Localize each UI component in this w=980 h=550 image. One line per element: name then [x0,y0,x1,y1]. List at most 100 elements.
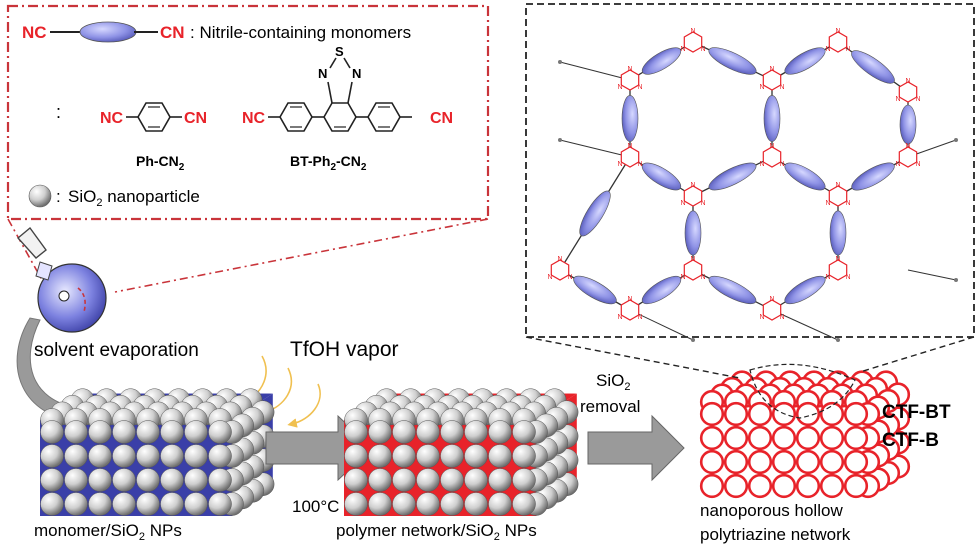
ph-cn-label: CN [184,110,207,127]
triazine-n-atom: N [895,96,900,103]
removal-label-sio2: SiO2 [596,371,630,393]
bt-n-right: N [352,66,361,81]
triazine-n-atom: N [680,274,685,281]
triazine-node: N N N [895,78,920,103]
triazine-n-atom: N [845,46,850,53]
sio2-sphere-icon [28,184,52,208]
bt-ph2-cn2-name: BT-Ph2-CN2 [290,153,367,173]
sio2-legend: : SiO2 nanoparticle [28,184,200,209]
legend-connectors [7,218,489,293]
triazine-n-atom: N [825,274,830,281]
triazine-n-atom: N [627,143,632,150]
hollow-network-block [699,370,911,499]
triazine-n-atom: N [835,182,840,189]
triazine-node: N N N [825,28,850,53]
triazine-n-atom: N [835,28,840,35]
bt-s-atom: S [335,44,344,59]
triazine-n-atom: N [835,256,840,263]
triazine-n-atom: N [759,161,764,168]
triazine-n-atom: N [769,296,774,303]
monomer-colon: : [56,102,61,122]
ctf-b-label: CTF-B [882,430,939,451]
triazine-n-atom: N [915,161,920,168]
triazine-n-atom: N [567,274,572,281]
bt-cn-label: CN [430,110,453,127]
cn-right-label: CN [160,23,185,42]
triazine-n-atom: N [759,314,764,321]
triazine-node: N N N [759,66,784,91]
ctf-bt-label: CTF-BT [882,402,951,423]
arrow-removal-icon [587,414,685,482]
monomer-description: : Nitrile-containing monomers [190,23,411,42]
monomer-sio2-block [40,388,275,516]
polymer-sio2-block [344,388,579,516]
triazine-n-atom: N [617,314,622,321]
ph-cn2-molecule: NC CN Ph-CN2 [100,102,207,173]
triazine-n-atom: N [680,200,685,207]
triazine-n-atom: N [637,161,642,168]
triazine-node: N N N [547,256,572,281]
sio2-colon: : [56,187,61,206]
triazine-n-atom: N [700,274,705,281]
hexagonal-network: NNNNNNNNNNNNNNNNNNNNNNNNNNNNNNNNNNNNNNNN… [547,28,958,342]
triazine-node: N N N [825,256,850,281]
flask-icon [16,226,107,333]
final-label-line2: polytriazine network [700,525,851,544]
triazine-node: N N N [680,256,705,281]
triazine-n-atom: N [547,274,552,281]
triazine-n-atom: N [825,46,830,53]
triazine-n-atom: N [617,84,622,91]
triazine-n-atom: N [627,66,632,73]
block1-label: monomer/SiO2 NPs [34,521,182,543]
monomer-schematic: NC CN : Nitrile-containing monomers [22,21,411,43]
triazine-node: N N N [617,296,642,321]
triazine-n-atom: N [690,28,695,35]
triazine-node: N N N [895,143,920,168]
triazine-n-atom: N [895,161,900,168]
solvent-evaporation-label: solvent evaporation [34,340,199,361]
bt-ph2-cn2-molecule: NC N N S CN BT-Ph2-CN2 [242,44,453,173]
triazine-n-atom: N [779,84,784,91]
triazine-node: N N N [680,182,705,207]
removal-label-word: removal [580,397,640,416]
triazine-n-atom: N [637,84,642,91]
triazine-node: N N N [617,143,642,168]
triazine-n-atom: N [845,274,850,281]
triazine-node: N N N [759,296,784,321]
triazine-n-atom: N [845,200,850,207]
triazine-n-atom: N [690,182,695,189]
ph-nc-label: NC [100,110,124,127]
triazine-node: N N N [617,66,642,91]
bt-n-left: N [318,66,327,81]
triazine-n-atom: N [769,143,774,150]
ph-cn2-name: Ph-CN2 [136,153,185,173]
triazine-n-atom: N [700,46,705,53]
temperature-label: 100°C [292,497,339,516]
triazine-n-atom: N [617,161,622,168]
triazine-node: N N N [825,182,850,207]
legend-box [6,4,490,221]
triazine-n-atom: N [905,143,910,150]
triazine-n-atom: N [825,200,830,207]
triazine-node: N N N [759,143,784,168]
triazine-n-atom: N [779,161,784,168]
triazine-n-atom: N [905,78,910,85]
triazine-n-atom: N [769,66,774,73]
triazine-n-atom: N [637,314,642,321]
triazine-n-atom: N [779,314,784,321]
sio2-nanoparticle-label: SiO2 nanoparticle [68,187,200,209]
tfoh-vapor-label: TfOH vapor [290,338,399,361]
final-label-line1: nanoporous hollow [700,501,843,520]
triazine-n-atom: N [759,84,764,91]
bt-nc-label: NC [242,110,266,127]
triazine-n-atom: N [627,296,632,303]
network-box [525,3,975,419]
triazine-n-atom: N [680,46,685,53]
triazine-n-atom: N [690,256,695,263]
triazine-n-atom: N [557,256,562,263]
triazine-n-atom: N [700,200,705,207]
block2-label: polymer network/SiO2 NPs [336,521,537,543]
triazine-n-atom: N [915,96,920,103]
nc-left-label: NC [22,23,47,42]
